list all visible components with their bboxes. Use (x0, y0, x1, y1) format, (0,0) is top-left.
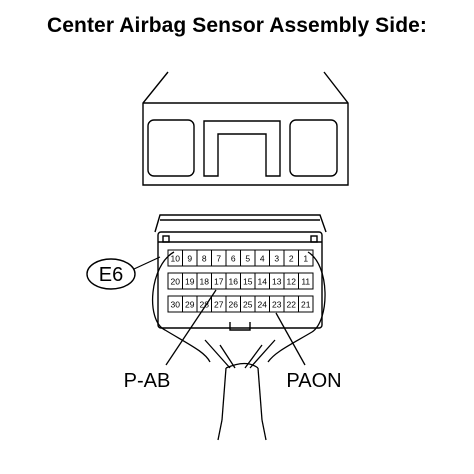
pin-number: 11 (301, 277, 310, 287)
p-ab-leader (165, 289, 217, 366)
pin-cell (298, 249, 314, 267)
pin-cell (298, 272, 314, 290)
pin-number: 22 (287, 300, 297, 310)
pin-number: 14 (258, 277, 268, 287)
pin-number: 21 (301, 300, 311, 310)
p-ab-label: P-AB (124, 370, 171, 392)
pin-number: 29 (185, 300, 195, 310)
pin-number: 15 (243, 277, 253, 287)
pin-number: 7 (216, 254, 221, 264)
connector-id-ellipse (86, 258, 136, 290)
pin-number: 17 (214, 277, 224, 287)
pin-number: 18 (200, 277, 210, 287)
pin-number: 8 (202, 254, 207, 264)
pin-number: 3 (274, 254, 279, 264)
paon-leader (275, 312, 306, 366)
pin-number: 9 (187, 254, 192, 264)
pin-number: 28 (200, 300, 210, 310)
pin-number: 23 (272, 300, 282, 310)
pin-number: 19 (185, 277, 195, 287)
pin-number: 25 (243, 300, 253, 310)
pin-cell (298, 295, 314, 313)
pin-number: 16 (229, 277, 239, 287)
pin-number: 13 (272, 277, 282, 287)
diagram-title: Center Airbag Sensor Assembly Side: (46, 14, 428, 37)
connector-body (154, 214, 327, 331)
pin-number: 26 (229, 300, 239, 310)
sensor-housing (142, 71, 349, 186)
pin-number: 10 (171, 254, 181, 264)
pin-number: 27 (214, 300, 224, 310)
paon-label: PAON (286, 370, 341, 392)
pin-number: 4 (260, 254, 265, 264)
pin-number: 1 (303, 254, 308, 264)
pin-number: 24 (258, 300, 268, 310)
pin-number: 6 (231, 254, 236, 264)
pin-number: 30 (171, 300, 181, 310)
connector-id-label: E6 (99, 264, 123, 286)
pin-number: 20 (171, 277, 181, 287)
pin-number: 2 (289, 254, 294, 264)
pin-number: 5 (245, 254, 250, 264)
pin-number: 12 (287, 277, 297, 287)
wire-harness (152, 251, 326, 441)
connector-id-leader (133, 256, 161, 270)
